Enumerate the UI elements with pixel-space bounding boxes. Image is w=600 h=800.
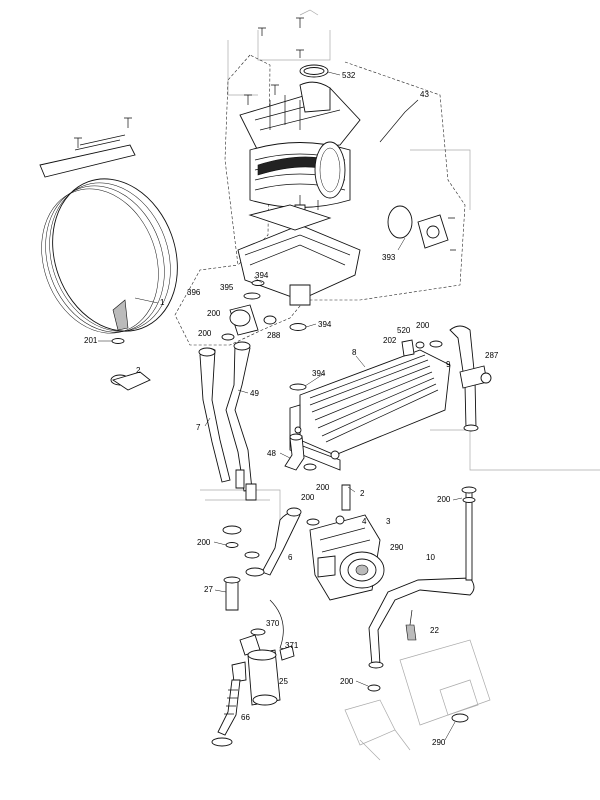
- expansion-vessel: [41, 178, 178, 334]
- top-screws: [244, 17, 304, 105]
- lower-right-manifold: [344, 639, 491, 761]
- callout-200-g: 200: [197, 538, 211, 547]
- sump-tray: [237, 195, 361, 306]
- clip-393: [387, 205, 456, 251]
- callout-6: 6: [288, 553, 293, 562]
- callout-200-a: 200: [207, 309, 221, 318]
- callout-200-e: 200: [437, 495, 451, 504]
- callout-2-a: 2: [136, 366, 141, 375]
- heat-exchanger: [289, 349, 451, 471]
- callout-200-f: 200: [301, 493, 315, 502]
- pipe-6: [261, 507, 302, 576]
- callout-3: 3: [386, 517, 391, 526]
- pipe-7-and-49: [198, 341, 257, 501]
- callout-2-b: 2: [360, 489, 365, 498]
- pump-assembly: [306, 484, 385, 601]
- callout-532: 532: [342, 71, 356, 80]
- pipe-10: [368, 486, 477, 669]
- seal-stack: [221, 276, 307, 341]
- callout-371: 371: [285, 641, 299, 650]
- callout-66: 66: [241, 713, 250, 722]
- callout-200-h: 200: [340, 677, 354, 686]
- callout-394-b: 394: [318, 320, 332, 329]
- callout-8: 8: [352, 348, 357, 357]
- callout-396: 396: [187, 288, 201, 297]
- sensor-parts: [401, 339, 443, 357]
- callout-394-a: 394: [255, 271, 269, 280]
- callout-200-d: 200: [316, 483, 330, 492]
- background-frame: [200, 9, 600, 520]
- sensor-22: [405, 609, 417, 641]
- callout-290-a: 290: [390, 543, 404, 552]
- lower-left-fittings: [222, 525, 265, 611]
- callout-394-c: 394: [312, 369, 326, 378]
- callout-200-c: 200: [416, 321, 430, 330]
- callout-4: 4: [362, 517, 367, 526]
- callout-43: 43: [420, 90, 429, 99]
- callout-1: 1: [160, 298, 165, 307]
- assembly-boundary: [174, 54, 466, 346]
- valve-25: [231, 599, 295, 706]
- vessel-bracket: [39, 117, 136, 178]
- pipe-9: [449, 325, 492, 432]
- callout-22: 22: [430, 626, 439, 635]
- callout-370: 370: [266, 619, 280, 628]
- callout-10: 10: [426, 553, 435, 562]
- callout-49: 49: [250, 389, 259, 398]
- callout-202: 202: [383, 336, 397, 345]
- gasket-532: [299, 64, 341, 78]
- hose-66: [211, 679, 241, 747]
- callout-520: 520: [397, 326, 411, 335]
- callout-288: 288: [267, 331, 281, 340]
- callout-25: 25: [279, 677, 288, 686]
- callout-48: 48: [267, 449, 276, 458]
- callout-7: 7: [196, 423, 201, 432]
- pipe-48: [284, 383, 317, 471]
- burner-hood: [239, 81, 361, 156]
- leader-lines: [98, 323, 463, 741]
- callout-labels: 532 43 1 393 394 396 395 200 394 288 200…: [84, 71, 499, 747]
- vessel-connector: [110, 338, 151, 391]
- callout-290-b: 290: [432, 738, 446, 747]
- callout-9: 9: [446, 360, 451, 369]
- callout-201: 201: [84, 336, 98, 345]
- combustion-chamber: [249, 141, 351, 216]
- callout-395: 395: [220, 283, 234, 292]
- callout-200-b: 200: [198, 329, 212, 338]
- callout-287: 287: [485, 351, 499, 360]
- callout-27: 27: [204, 585, 213, 594]
- callout-393: 393: [382, 253, 396, 262]
